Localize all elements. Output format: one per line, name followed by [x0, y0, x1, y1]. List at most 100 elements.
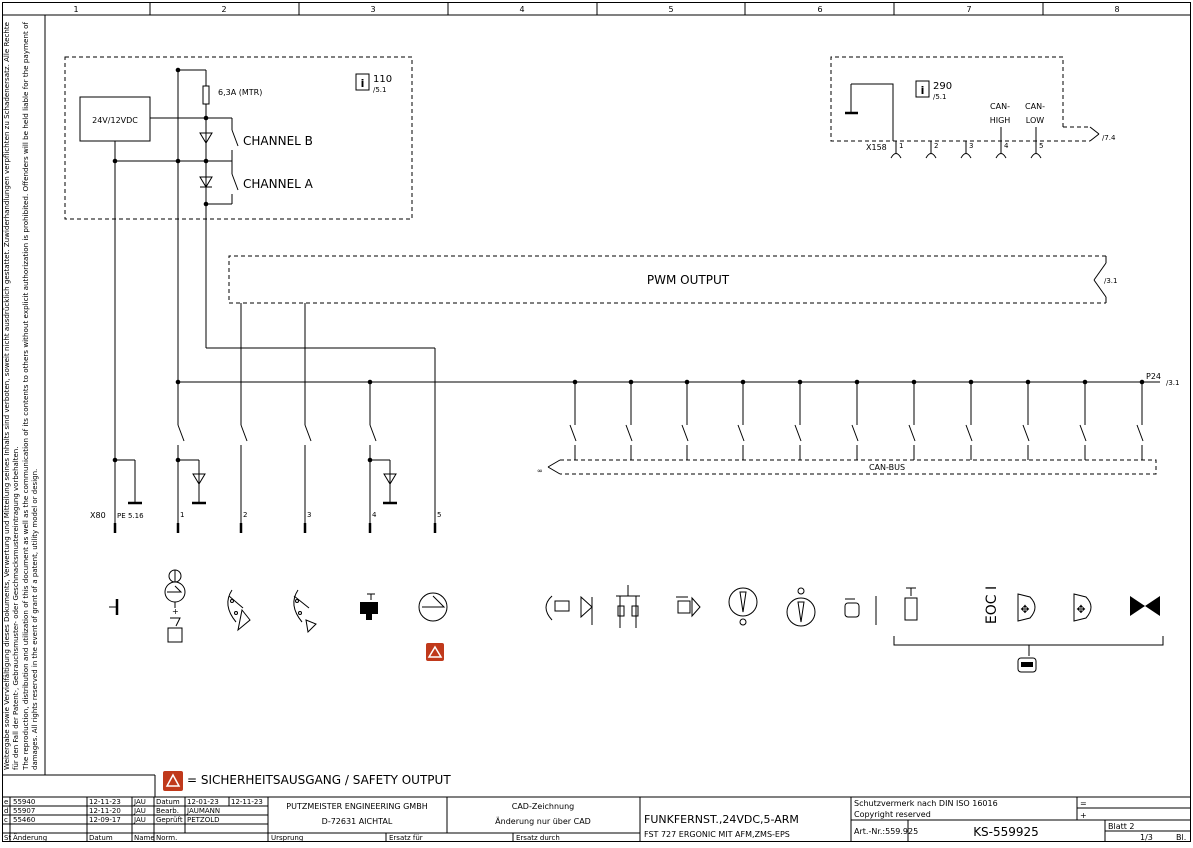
cylinder-icon	[844, 596, 877, 625]
replaced-by-label: Ersatz durch	[516, 834, 560, 842]
rev-date: 12-09-17	[89, 816, 121, 824]
column-label: 5	[668, 5, 673, 14]
x80-label: X80	[90, 511, 106, 520]
pump-icon	[418, 592, 448, 622]
title-block: e 55940 12-11-23 JAU d 55907 12-11-20 JA…	[2, 774, 1191, 842]
legal-line: Weitergabe sowie Vervielfältigung dieses…	[3, 22, 11, 770]
rail-label: P24	[1146, 372, 1161, 381]
contact	[231, 129, 239, 147]
can-output-contact	[1022, 424, 1030, 442]
ref-sub: /5.1	[373, 86, 387, 94]
drawing-number: KS-559925	[973, 825, 1039, 839]
can-output-contact	[908, 424, 916, 442]
fan-icon: ✥	[1073, 593, 1092, 622]
x80-pin-label: 2	[243, 511, 247, 519]
rev-number: 55460	[13, 816, 35, 824]
speed-icon	[728, 587, 758, 626]
column-label: 8	[1114, 5, 1119, 14]
legal-line: für den Fall der Patent-, Gebrauchsmuste…	[12, 447, 20, 770]
function-symbols: +	[109, 569, 1164, 673]
can-high-label: HIGH	[990, 116, 1011, 125]
rev-name: JAU	[133, 816, 146, 824]
legend-text: = SICHERHEITSAUSGANG / SAFETY OUTPUT	[187, 773, 451, 787]
rev-name: JAU	[133, 807, 146, 815]
approval-role: Geprüft	[156, 816, 183, 824]
rail-ref: /3.1	[1166, 379, 1180, 387]
connector-pin	[925, 153, 937, 159]
pwm-label: PWM OUTPUT	[647, 273, 730, 287]
channel-a-label: CHANNEL A	[243, 177, 314, 191]
connector-pin-label: 3	[969, 142, 973, 150]
horn-icon	[109, 599, 119, 615]
rev-header: Änderung	[13, 833, 47, 842]
x80-pin-label: 5	[437, 511, 441, 519]
valve-icon	[1130, 596, 1160, 616]
legend: = SICHERHEITSAUSGANG / SAFETY OUTPUT	[163, 771, 451, 791]
drawing-subtitle: FST 727 ERGONIC MIT AFM,ZMS-EPS	[644, 830, 790, 839]
can-output-contact	[1136, 424, 1144, 442]
connector-pin-label: 5	[1039, 142, 1043, 150]
protection-note: Copyright reserved	[854, 810, 931, 819]
can-bus-label: CAN-BUS	[869, 463, 905, 472]
replaces-label: Ersatz für	[389, 834, 423, 842]
x80-pin-label: 3	[307, 511, 311, 519]
ref-sub: /5.1	[933, 93, 947, 101]
connector-pin-label: 2	[934, 142, 938, 150]
info-icon	[915, 80, 930, 98]
rev-header: St	[4, 834, 11, 842]
x80-pe: PE	[117, 512, 126, 520]
company-name: PUTZMEISTER ENGINEERING GMBH	[286, 802, 427, 811]
connector-pin-label: 4	[1004, 142, 1009, 150]
rev-date: 12-11-23	[89, 798, 121, 806]
boom-arm-icon	[227, 589, 251, 632]
x80-pin-label: 1	[180, 511, 184, 519]
rev-header: Datum	[89, 834, 113, 842]
rev-header: Name	[134, 834, 155, 842]
fan-icon: ✥	[1017, 593, 1036, 622]
can-output-contact	[681, 424, 689, 442]
plus-marker: +	[1080, 811, 1087, 820]
column-label: 1	[73, 5, 78, 14]
connector-pin	[995, 153, 1007, 159]
column-label: 2	[221, 5, 226, 14]
connector-pin	[1030, 153, 1042, 159]
block-290: /7.4 i 290 /5.1 CAN- HIGH CAN- LOW X158 …	[830, 56, 1116, 159]
origin-label: Ursprung	[271, 834, 303, 842]
rev-index: c	[4, 816, 8, 824]
can-low-label: CAN-	[1025, 102, 1045, 111]
can-output-contact	[851, 424, 859, 442]
ref-number: 290	[933, 81, 952, 92]
block-290-frame	[830, 56, 1090, 142]
pump-icon: +	[164, 569, 186, 643]
info-icon	[355, 73, 370, 91]
rev-index: e	[4, 798, 8, 806]
can-output-contact	[737, 424, 745, 442]
output-channels	[112, 382, 397, 530]
x80-pin-label: 4	[372, 511, 377, 519]
rev-number: 55940	[13, 798, 35, 806]
svg-text:✥: ✥	[1076, 603, 1085, 616]
approval-date: 12-11-23	[231, 798, 263, 806]
block-110-frame	[64, 56, 413, 220]
cad-note: CAD-Zeichnung	[512, 802, 575, 811]
svg-text:✥: ✥	[1020, 603, 1029, 616]
output-contact	[304, 424, 312, 442]
column-label: 3	[370, 5, 375, 14]
approval-date: 12-01-23	[187, 798, 219, 806]
column-label: 7	[966, 5, 971, 14]
can-output-contact	[965, 424, 973, 442]
eoc-label: EOC I	[984, 586, 1000, 624]
article-number: Art.-Nr.:559.925	[854, 827, 918, 836]
connector-label: X158	[866, 143, 887, 152]
diode	[199, 176, 213, 188]
actuator-icon	[360, 593, 378, 620]
ref-number: 110	[373, 74, 392, 85]
tool-icon	[904, 587, 918, 621]
block-110: 24V/12VDC i 110 /5.1 6,3A (MTR) CHANNEL …	[64, 56, 413, 530]
company-address: D-72631 AICHTAL	[322, 817, 393, 826]
slewing-icon	[545, 595, 593, 625]
can-output-contact	[569, 424, 577, 442]
drawing-title: FUNKFERNST.,24VDC,5-ARM	[644, 813, 799, 826]
